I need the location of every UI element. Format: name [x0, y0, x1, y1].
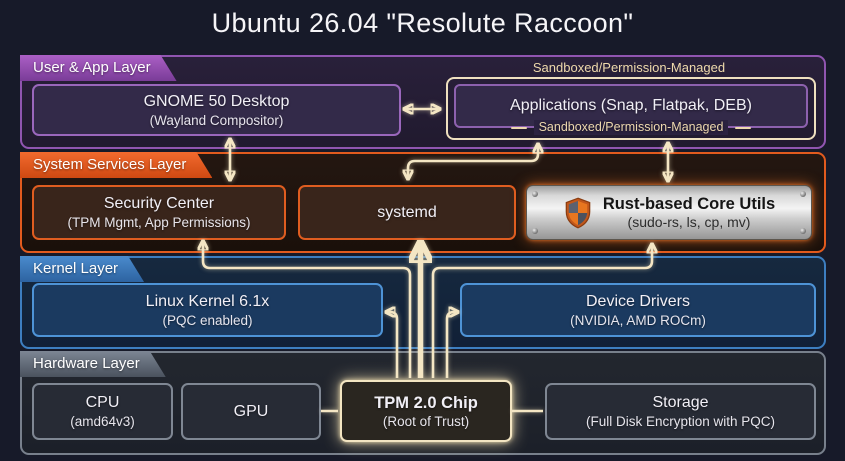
page-title: Ubuntu 26.04 "Resolute Raccoon"	[211, 8, 634, 38]
rust-core-utils-subtitle: (sudo-rs, ls, cp, mv)	[627, 214, 751, 230]
rivet-icon	[800, 228, 806, 234]
security-center-node: Security Center (TPM Mgmt, App Permissio…	[32, 185, 286, 240]
shield-icon	[565, 197, 591, 228]
gpu-node: GPU	[181, 383, 321, 440]
rust-core-utils-title: Rust-based Core Utils	[602, 195, 776, 213]
hardware-layer: Hardware Layer CPU (amd64v3) GPU TPM 2.0…	[20, 351, 826, 455]
rivet-icon	[532, 191, 538, 197]
applications-title: Applications (Snap, Flatpak, DEB)	[510, 97, 752, 114]
badge-dash-right	[735, 126, 752, 129]
tpm-chip-node: TPM 2.0 Chip (Root of Trust)	[340, 380, 512, 442]
gnome-desktop-node: GNOME 50 Desktop (Wayland Compositor)	[32, 84, 401, 136]
tpm-title: TPM 2.0 Chip	[374, 393, 478, 412]
sandbox-note-top: Sandboxed/Permission-Managed	[532, 60, 726, 75]
kernel-layer: Kernel Layer Linux Kernel 6.1x (PQC enab…	[20, 256, 826, 349]
storage-title: Storage	[652, 394, 709, 411]
gnome-title: GNOME 50 Desktop	[143, 92, 290, 110]
cpu-subtitle: (amd64v3)	[70, 414, 135, 429]
rust-core-utils-node: Rust-based Core Utils (sudo-rs, ls, cp, …	[526, 185, 812, 240]
storage-subtitle: (Full Disk Encryption with PQC)	[585, 414, 776, 429]
badge-dash-left	[510, 126, 527, 129]
tpm-subtitle: (Root of Trust)	[382, 413, 470, 429]
gpu-title: GPU	[233, 402, 269, 420]
rivet-icon	[800, 191, 806, 197]
systemd-title: systemd	[377, 203, 437, 221]
device-drivers-title: Device Drivers	[585, 292, 690, 310]
device-drivers-subtitle: (NVIDIA, AMD ROCm)	[570, 312, 706, 328]
gnome-subtitle: (Wayland Compositor)	[149, 112, 284, 128]
security-center-subtitle: (TPM Mgmt, App Permissions)	[67, 215, 251, 230]
applications-sandbox-group: Applications (Snap, Flatpak, DEB) Sandbo…	[446, 77, 816, 140]
user-app-layer-tab: User & App Layer	[20, 55, 177, 81]
systemd-node: systemd	[298, 185, 516, 240]
rivet-icon	[532, 228, 538, 234]
device-drivers-node: Device Drivers (NVIDIA, AMD ROCm)	[460, 283, 816, 337]
security-center-title: Security Center	[103, 195, 215, 212]
kernel-layer-tab: Kernel Layer	[20, 256, 144, 282]
sandbox-badge: Sandboxed/Permission-Managed	[456, 120, 806, 135]
linux-kernel-subtitle: (PQC enabled)	[162, 312, 253, 328]
linux-kernel-node: Linux Kernel 6.1x (PQC enabled)	[32, 283, 383, 337]
applications-node: Applications (Snap, Flatpak, DEB) Sandbo…	[454, 84, 808, 135]
user-app-layer: User & App Layer Sandboxed/Permission-Ma…	[20, 55, 826, 149]
linux-kernel-title: Linux Kernel 6.1x	[145, 292, 270, 310]
badge-label: Sandboxed/Permission-Managed	[533, 120, 729, 135]
storage-node: Storage (Full Disk Encryption with PQC)	[545, 383, 816, 440]
cpu-node: CPU (amd64v3)	[32, 383, 173, 440]
cpu-title: CPU	[85, 394, 120, 411]
system-services-layer: System Services Layer Security Center (T…	[20, 152, 826, 253]
hardware-layer-tab: Hardware Layer	[20, 351, 166, 377]
system-services-layer-tab: System Services Layer	[20, 152, 212, 178]
